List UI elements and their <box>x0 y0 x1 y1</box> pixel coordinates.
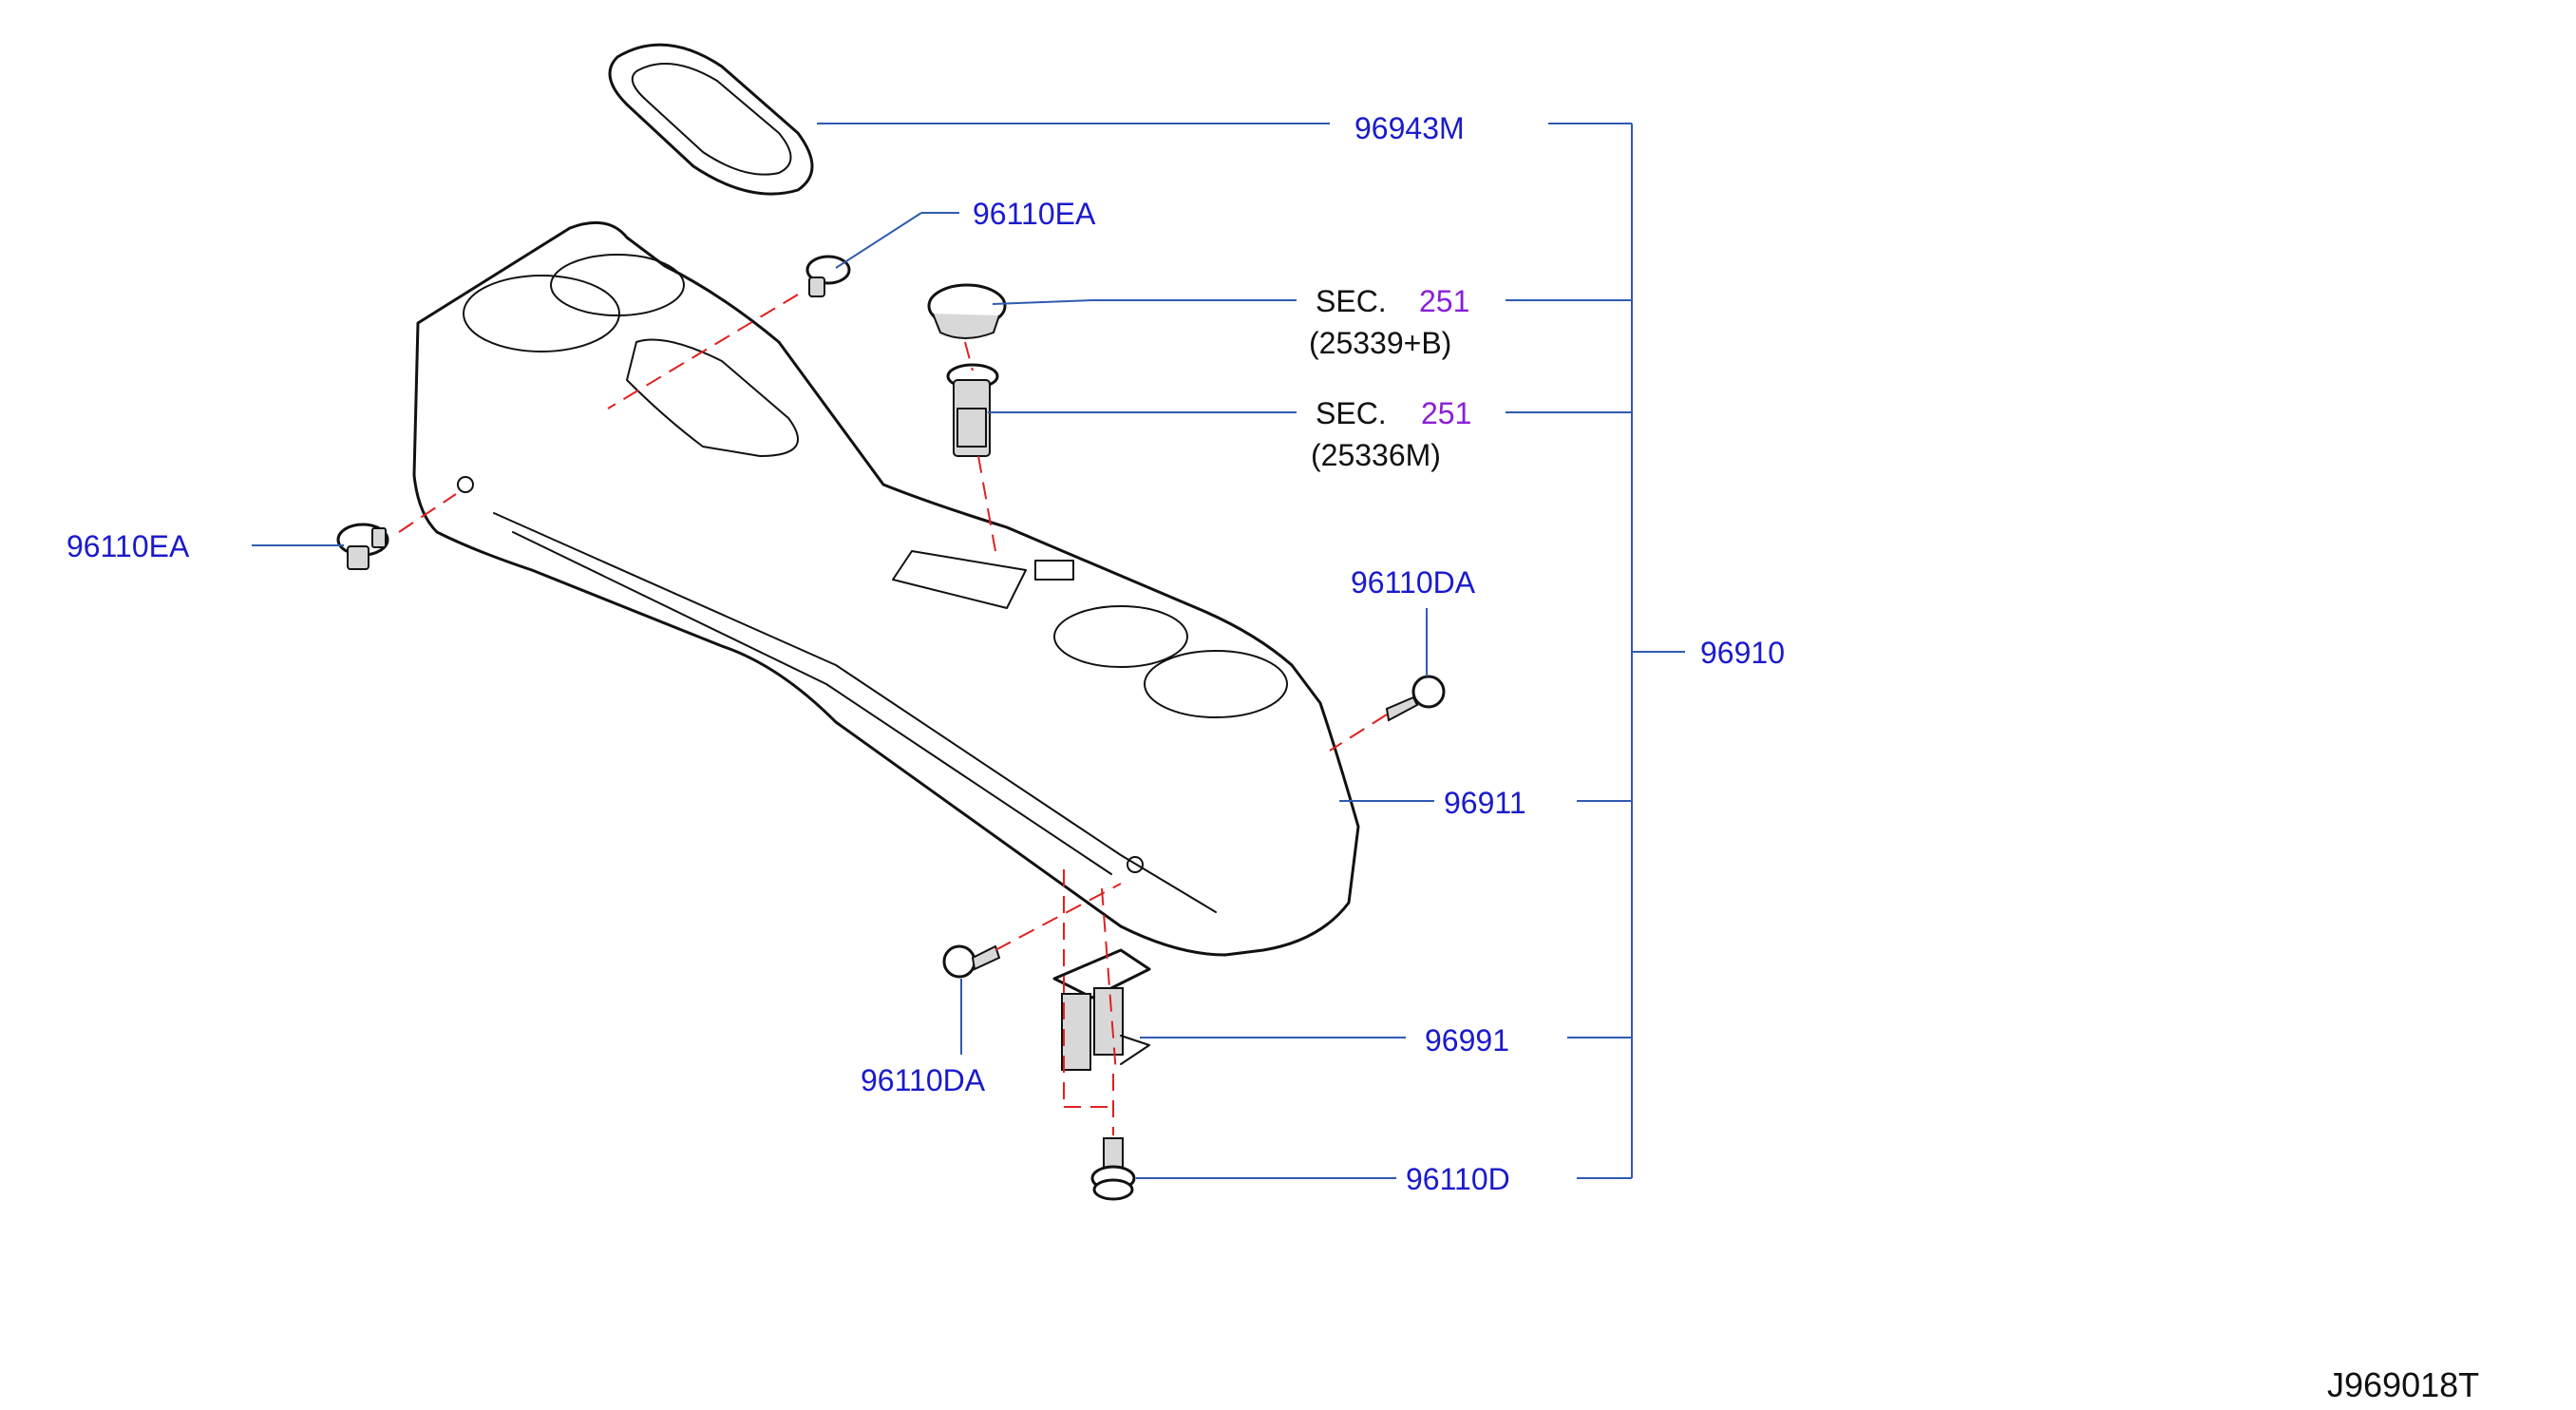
clip-upper-drawing <box>805 255 851 297</box>
label-screw-lower: 96110DA <box>861 1063 986 1097</box>
label-screw-right: 96110DA <box>1351 565 1476 600</box>
leader-lines <box>252 123 1685 1179</box>
label-gear-boot-finisher: 96943M <box>1354 111 1465 145</box>
label-sec-b-prefix: SEC. <box>1316 396 1387 430</box>
label-sec-a-sub: (25339+B) <box>1309 326 1451 360</box>
label-sec-b-number: 251 <box>1421 396 1471 430</box>
console-body-drawing <box>412 220 1360 957</box>
label-clip-upper: 96110EA <box>973 197 1096 231</box>
label-sec-a-number: 251 <box>1419 284 1469 318</box>
phantom-lines <box>398 294 1388 1135</box>
screw-right-drawing <box>1385 675 1446 722</box>
bolt-drawing <box>1090 1137 1136 1201</box>
socket-cap-drawing <box>927 283 1007 339</box>
label-sec-b-sub: (25336M) <box>1311 438 1441 472</box>
label-console-body: 96911 <box>1444 786 1526 820</box>
label-console-assembly: 96910 <box>1700 636 1785 670</box>
label-bracket: 96991 <box>1425 1023 1509 1058</box>
label-bolt: 96110D <box>1406 1162 1510 1196</box>
clip-left-drawing <box>336 523 389 570</box>
label-clip-left: 96110EA <box>66 529 190 563</box>
gear-boot-finisher-drawing <box>608 43 814 196</box>
diagram-code: J969018T <box>2327 1365 2479 1404</box>
bracket-drawing <box>1052 948 1151 1071</box>
label-sec-a-prefix: SEC. <box>1316 284 1387 318</box>
screw-lower-drawing <box>942 944 1001 979</box>
power-socket-drawing <box>946 363 999 457</box>
